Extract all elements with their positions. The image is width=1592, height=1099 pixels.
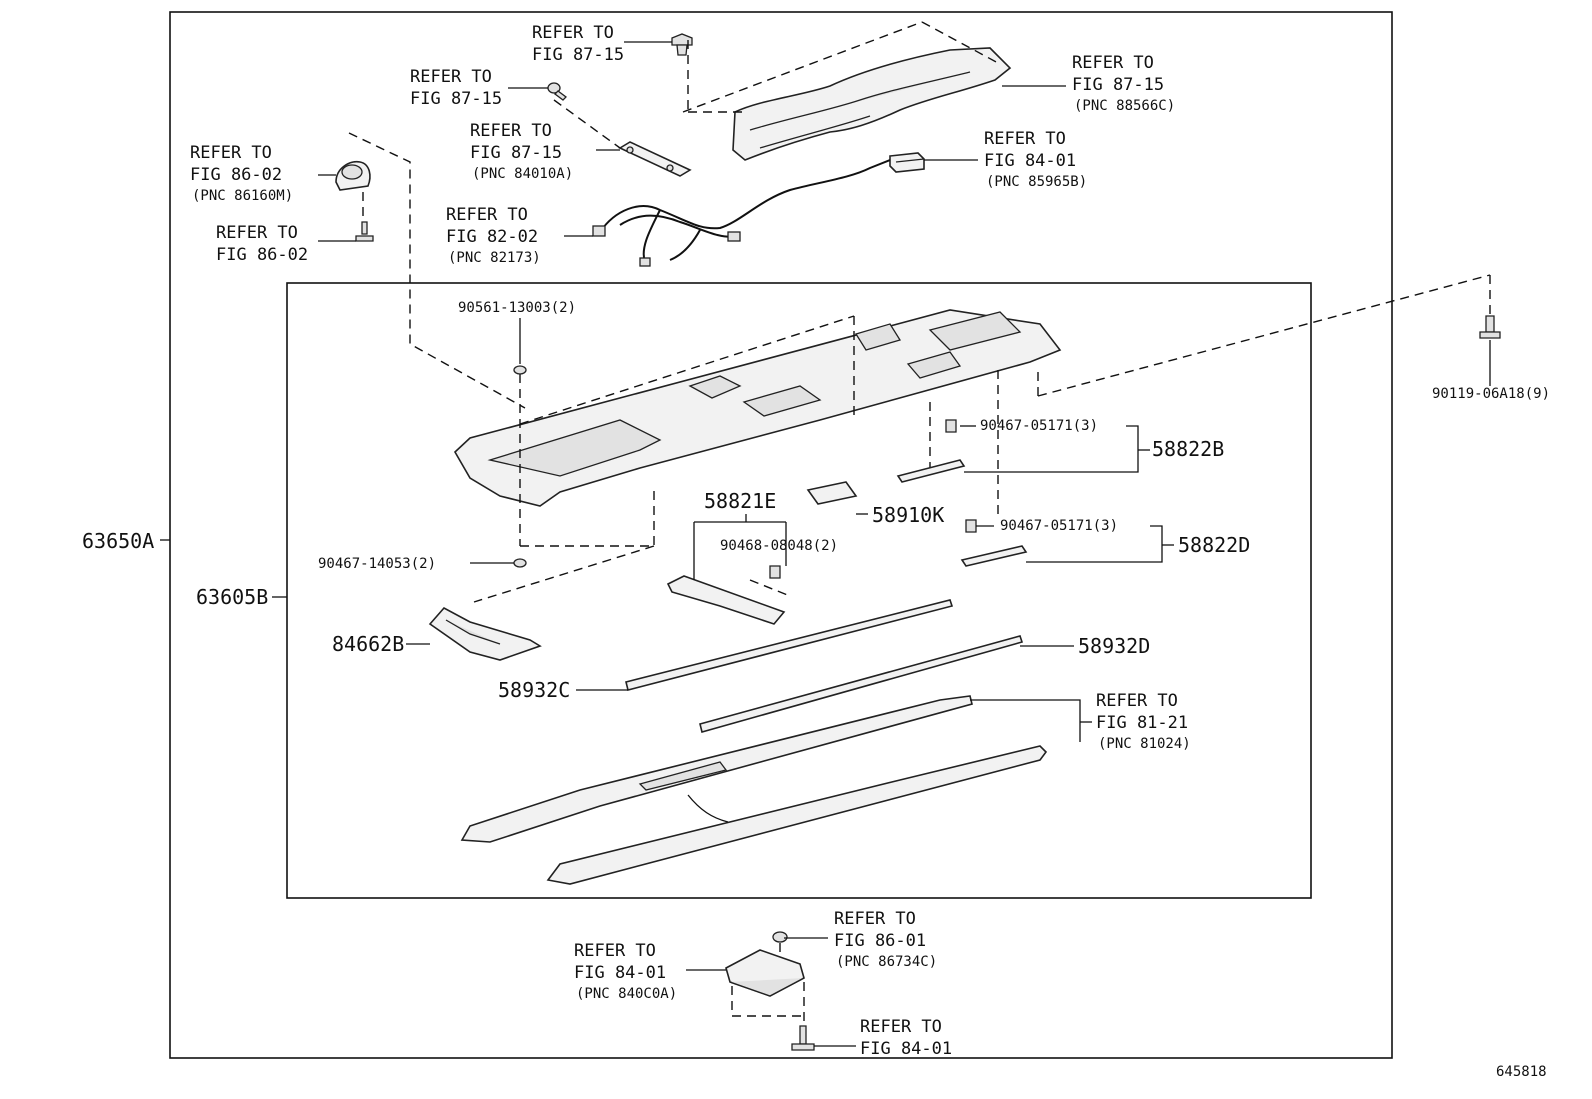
refer-module-top-l1: REFER TO — [984, 129, 1066, 149]
part-58821E — [666, 575, 786, 625]
refer-module-top-l2: FIG 84-01 — [984, 151, 1076, 171]
nut-90467c-icon — [513, 558, 527, 568]
top-screw-icon — [547, 82, 567, 101]
refer-speaker-screw-l1: REFER TO — [216, 223, 298, 243]
strip-58932C — [625, 599, 954, 691]
screw-bottom-icon — [791, 1025, 815, 1051]
part-58910K — [806, 481, 858, 505]
strip-58932D — [699, 635, 1024, 733]
label-58932C: 58932C — [498, 678, 570, 702]
part-84662B — [428, 606, 542, 661]
label-90119: 90119-06A18(9) — [1432, 386, 1550, 402]
speaker-icon — [335, 160, 371, 191]
refer-top-trim-l2: FIG 87-15 — [1072, 75, 1164, 95]
label-58821E: 58821E — [704, 489, 776, 513]
refer-lamp-l2: FIG 81-21 — [1096, 713, 1188, 733]
refer-top-screw-l2: FIG 87-15 — [410, 89, 502, 109]
refer-ecu-bottom-l2: FIG 84-01 — [574, 963, 666, 983]
refer-module-top-pnc: (PNC 85965B) — [986, 174, 1087, 190]
label-58932D: 58932D — [1078, 634, 1150, 658]
refer-ecu-bottom-pnc: (PNC 840C0A) — [576, 986, 677, 1002]
label-90467b: 90467-05171(3) — [1000, 518, 1118, 534]
console-upper-frame — [453, 309, 1062, 507]
nut-bottom-icon — [772, 931, 788, 943]
label-63605B: 63605B — [196, 585, 268, 609]
refer-lamp-pnc: (PNC 81024) — [1098, 736, 1191, 752]
refer-top-trim-l1: REFER TO — [1072, 53, 1154, 73]
top-clip-icon — [671, 33, 693, 56]
refer-speaker-l2: FIG 86-02 — [190, 165, 282, 185]
refer-wire-l2: FIG 82-02 — [446, 227, 538, 247]
refer-bracket-l1: REFER TO — [470, 121, 552, 141]
bracket-58822D — [960, 545, 1028, 567]
label-58822D: 58822D — [1178, 533, 1250, 557]
refer-wire-pnc: (PNC 82173) — [448, 250, 541, 266]
bracket-icon — [618, 141, 692, 177]
label-58822B: 58822B — [1152, 437, 1224, 461]
label-90561: 90561-13003(2) — [458, 300, 576, 316]
label-58910K: 58910K — [872, 503, 944, 527]
clip-90467a-icon — [945, 419, 957, 433]
bolt-90119-icon — [1479, 315, 1501, 339]
label-90467c: 90467-14053(2) — [318, 556, 436, 572]
label-90468: 90468-08048(2) — [720, 538, 838, 554]
refer-nut-bottom-pnc: (PNC 86734C) — [836, 954, 937, 970]
clip-90467b-icon — [965, 519, 977, 533]
label-63650A: 63650A — [82, 529, 154, 553]
label-84662B: 84662B — [332, 632, 404, 656]
top-module-icon — [889, 152, 925, 173]
refer-screw-bottom-l2: FIG 84-01 — [860, 1039, 952, 1059]
refer-lamp-l1: REFER TO — [1096, 691, 1178, 711]
clip-90468-icon — [769, 565, 781, 579]
refer-bracket-l2: FIG 87-15 — [470, 143, 562, 163]
diagram-id: 645818 — [1496, 1064, 1547, 1080]
speaker-screw-icon — [355, 221, 374, 242]
refer-top-screw-l1: REFER TO — [410, 67, 492, 87]
wire-harness — [592, 159, 891, 267]
lamp-assembly — [460, 695, 1048, 885]
refer-nut-bottom-l2: FIG 86-01 — [834, 931, 926, 951]
refer-speaker-screw-l2: FIG 86-02 — [216, 245, 308, 265]
inner-assembly-frame — [286, 282, 1312, 899]
refer-screw-bottom-l1: REFER TO — [860, 1017, 942, 1037]
bracket-58822B — [896, 459, 966, 483]
nut-90561-icon — [513, 365, 527, 375]
refer-speaker-pnc: (PNC 86160M) — [192, 188, 293, 204]
refer-top-clip-l1: REFER TO — [532, 23, 614, 43]
refer-top-clip-l2: FIG 87-15 — [532, 45, 624, 65]
refer-bracket-pnc: (PNC 84010A) — [472, 166, 573, 182]
ecu-bottom-icon — [725, 949, 805, 997]
outer-assembly-frame — [169, 11, 1393, 1059]
top-trim-cover — [732, 47, 1012, 161]
refer-ecu-bottom-l1: REFER TO — [574, 941, 656, 961]
refer-speaker-l1: REFER TO — [190, 143, 272, 163]
refer-wire-l1: REFER TO — [446, 205, 528, 225]
refer-top-trim-pnc: (PNC 88566C) — [1074, 98, 1175, 114]
refer-nut-bottom-l1: REFER TO — [834, 909, 916, 929]
label-90467a: 90467-05171(3) — [980, 418, 1098, 434]
